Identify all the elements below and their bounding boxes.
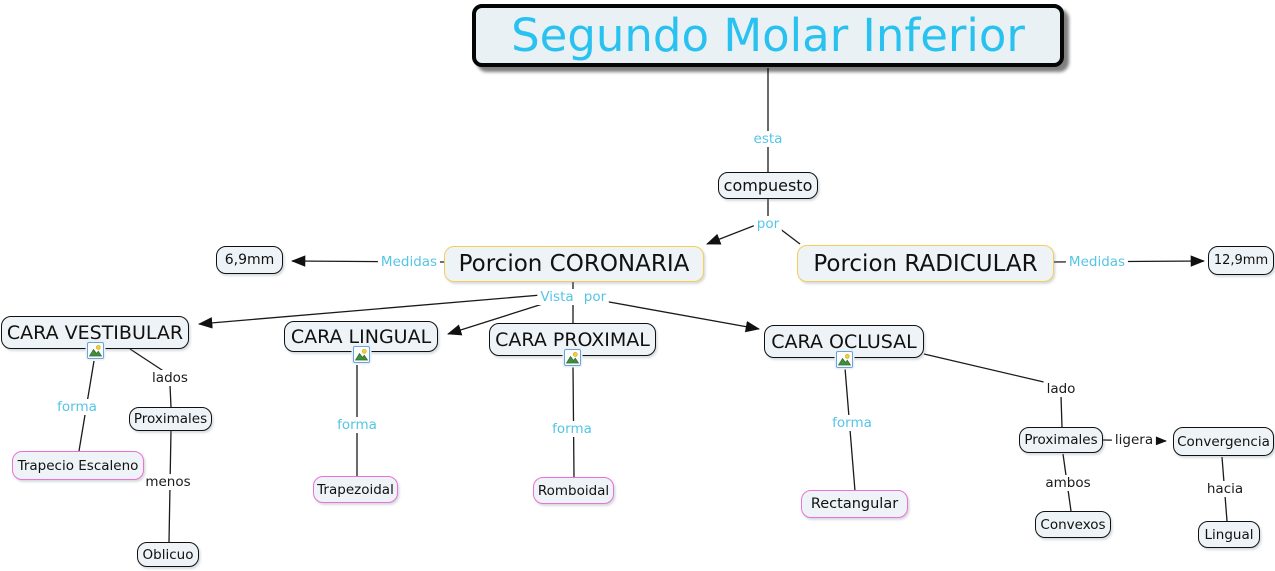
node-porcion-coronaria[interactable]: Porcion CORONARIA bbox=[444, 246, 704, 282]
node-romboidal[interactable]: Romboidal bbox=[533, 477, 614, 504]
node-convergencia[interactable]: Convergencia bbox=[1173, 427, 1274, 456]
link-label-vista[interactable]: Vista bbox=[537, 289, 577, 305]
link-label-menos[interactable]: menos bbox=[142, 474, 194, 490]
image-icon[interactable] bbox=[353, 346, 370, 363]
node-convexos[interactable]: Convexos bbox=[1035, 511, 1111, 538]
image-icon[interactable] bbox=[87, 342, 104, 359]
image-icon[interactable] bbox=[564, 349, 581, 366]
link-label-lados[interactable]: lados bbox=[149, 370, 191, 386]
node-lingual[interactable]: Lingual bbox=[1198, 521, 1260, 548]
node-rectangular[interactable]: Rectangular bbox=[801, 490, 908, 518]
image-icon[interactable] bbox=[836, 351, 853, 368]
image-glyph bbox=[566, 352, 579, 364]
link-label-ambos[interactable]: ambos bbox=[1042, 475, 1094, 491]
link-label-hacia[interactable]: hacia bbox=[1203, 481, 1247, 497]
link-label-forma-vestibular[interactable]: forma bbox=[54, 399, 100, 415]
link-label-por[interactable]: por bbox=[753, 216, 783, 232]
node-medida-coronaria[interactable]: 6,9mm bbox=[216, 246, 283, 274]
link-label-lado[interactable]: lado bbox=[1043, 381, 1079, 397]
node-cara-oclusal[interactable]: CARA OCLUSAL bbox=[764, 325, 924, 358]
node-compuesto[interactable]: compuesto bbox=[718, 172, 818, 199]
link-label-forma-lingual[interactable]: forma bbox=[334, 417, 380, 433]
node-proximales-lados[interactable]: Proximales bbox=[129, 407, 212, 431]
node-cara-vestibular[interactable]: CARA VESTIBULAR bbox=[1, 316, 189, 349]
link-label-esta[interactable]: esta bbox=[750, 131, 786, 147]
node-cara-lingual[interactable]: CARA LINGUAL bbox=[284, 321, 438, 352]
node-trapecio-escaleno[interactable]: Trapecio Escaleno bbox=[12, 451, 144, 480]
link-label-forma-proximal[interactable]: forma bbox=[549, 421, 595, 437]
node-porcion-radicular[interactable]: Porcion RADICULAR bbox=[797, 245, 1054, 282]
image-glyph bbox=[355, 349, 368, 361]
node-trapezoidal[interactable]: Trapezoidal bbox=[313, 476, 398, 503]
image-glyph bbox=[89, 345, 102, 357]
node-proximales-lado[interactable]: Proximales bbox=[1019, 427, 1103, 453]
link-label-forma-oclusal[interactable]: forma bbox=[829, 415, 875, 431]
image-glyph bbox=[838, 354, 851, 366]
node-oblicuo[interactable]: Oblicuo bbox=[137, 542, 199, 567]
link-label-medidas-coronaria[interactable]: Medidas bbox=[377, 254, 441, 270]
link-label-ligera[interactable]: ligera bbox=[1111, 432, 1157, 448]
link-label-medidas-radicular[interactable]: Medidas bbox=[1065, 254, 1129, 270]
node-medida-radicular[interactable]: 12,9mm bbox=[1208, 246, 1274, 275]
link-label-vista-por[interactable]: por bbox=[580, 289, 610, 305]
node-title[interactable]: Segundo Molar Inferior bbox=[472, 4, 1064, 67]
